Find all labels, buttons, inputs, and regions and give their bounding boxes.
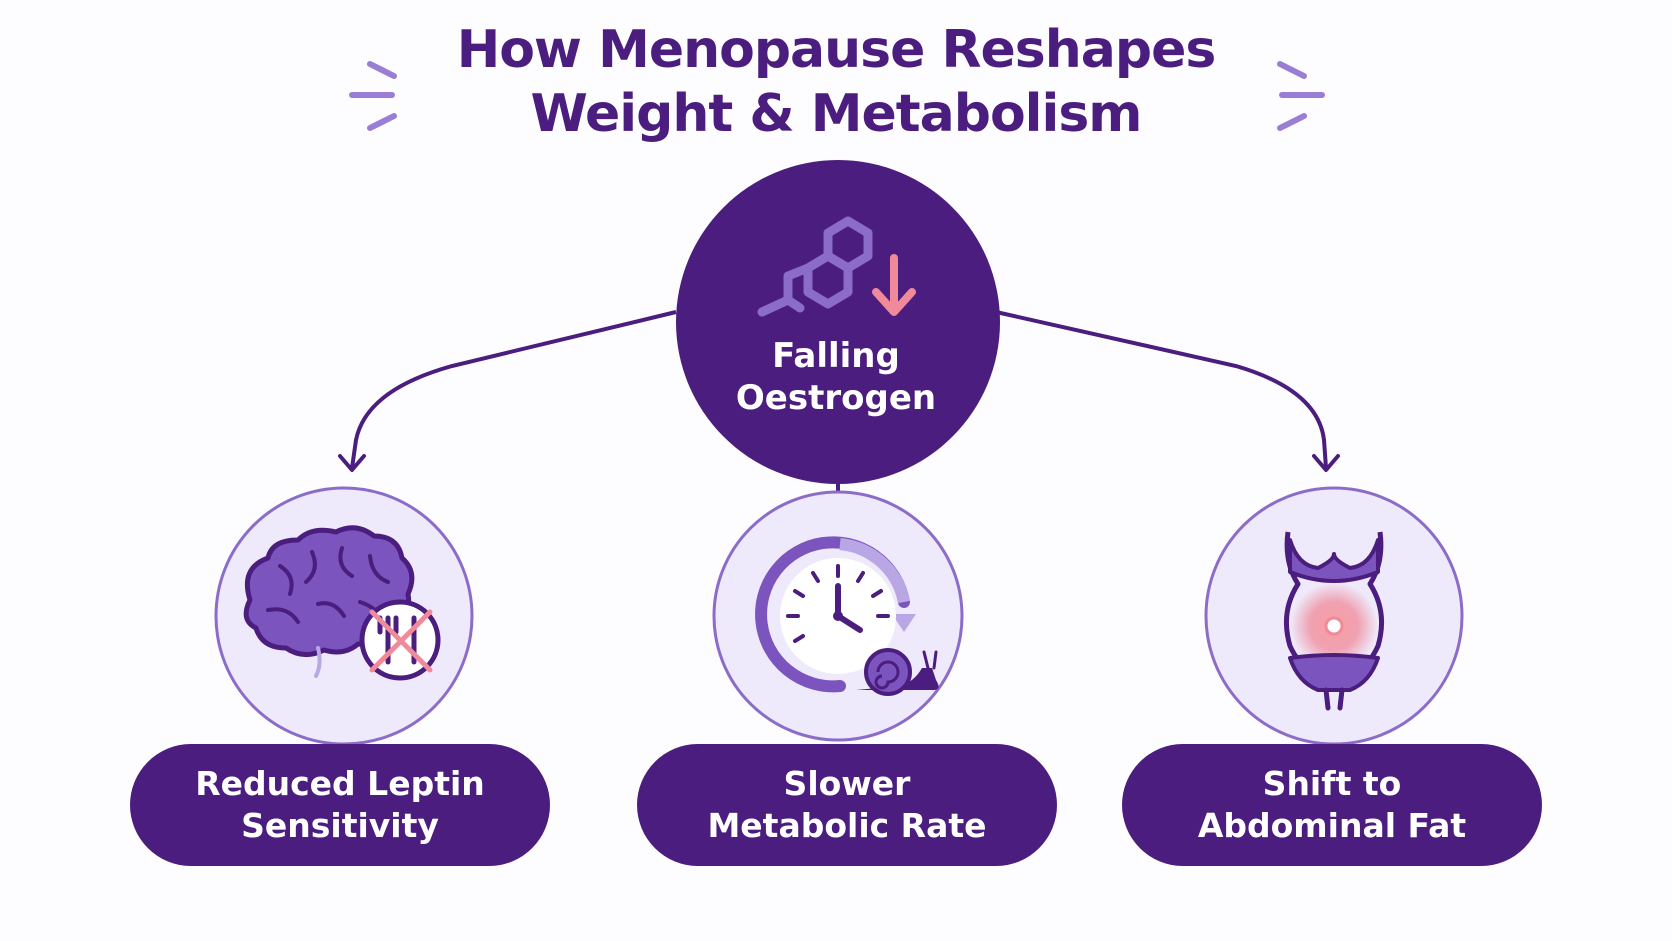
center-label-line-2: Oestrogen bbox=[735, 378, 937, 418]
connector-right bbox=[995, 310, 1328, 469]
effect-label-metabolism: Slower Metabolic Rate bbox=[637, 744, 1057, 866]
title-decoration-right bbox=[1277, 61, 1325, 131]
arrowhead-right bbox=[1312, 454, 1340, 472]
torso-icon bbox=[1283, 531, 1385, 711]
title-line-1: How Menopause Reshapes bbox=[456, 20, 1217, 80]
page-title: How Menopause Reshapes Weight & Metaboli… bbox=[0, 18, 1672, 146]
effect-label-line-2: Sensitivity bbox=[241, 806, 439, 845]
effect-label-line-1: Reduced Leptin bbox=[195, 764, 485, 803]
arrow-down-icon bbox=[872, 254, 916, 316]
center-node-circle bbox=[676, 160, 1000, 484]
effect-label-line-1: Shift to bbox=[1262, 764, 1402, 803]
title-decoration-left bbox=[349, 61, 397, 131]
effect-label-abdominal: Shift to Abdominal Fat bbox=[1122, 744, 1542, 866]
title-line-2: Weight & Metabolism bbox=[530, 84, 1143, 144]
effect-label-line-2: Abdominal Fat bbox=[1197, 806, 1467, 845]
center-node-label: Falling Oestrogen bbox=[676, 335, 996, 419]
arrowhead-left bbox=[338, 454, 366, 472]
snail-icon bbox=[856, 648, 939, 696]
hormone-molecule-icon bbox=[757, 216, 873, 317]
connector-left bbox=[350, 310, 677, 469]
center-label-line-1: Falling bbox=[772, 336, 900, 376]
effect-label-line-1: Slower bbox=[783, 764, 911, 803]
effect-label-line-2: Metabolic Rate bbox=[707, 806, 987, 845]
clock-icon bbox=[755, 536, 916, 693]
effect-label-leptin: Reduced Leptin Sensitivity bbox=[130, 744, 550, 866]
no-eating-icon bbox=[359, 599, 441, 681]
